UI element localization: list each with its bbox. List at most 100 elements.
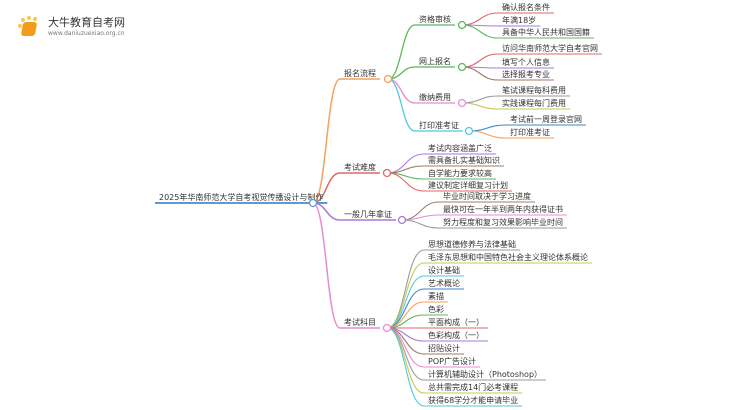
node-toggle[interactable] [382,168,392,178]
leaf-node[interactable]: 年满18岁 [498,15,541,27]
leaf-node[interactable]: 招贴设计 [424,343,464,355]
leaf-link [386,153,425,174]
branch-node-label: 考试难度 [344,162,376,172]
leaf-node[interactable]: 打印准考证 [506,127,554,139]
node-toggle[interactable] [457,62,467,72]
leaf-node[interactable]: 努力程度和复习效果影响毕业时间 [439,217,567,229]
leaf-link [386,327,425,381]
leaf-node-label: 色彩构成（一） [428,330,484,340]
leaf-link [386,327,425,407]
branch-node[interactable]: 一般几年拿证 [340,209,396,221]
leaf-node[interactable]: 毕业时间取决于学习进度 [439,191,535,203]
leaf-node[interactable]: 色彩构成（一） [424,330,488,342]
subbranch-node[interactable]: 网上报名 [415,56,455,68]
node-toggle[interactable] [308,198,318,208]
leaf-node[interactable]: 思想道德修养与法律基础 [424,239,520,251]
leaf-node-label: 努力程度和复习效果影响毕业时间 [443,217,563,227]
branch-link [312,202,341,221]
leaf-node-label: POP广告设计 [428,356,476,366]
leaf-node[interactable]: 自学能力要求较高 [424,168,496,180]
book-logo-icon [18,16,40,38]
leaf-link [386,275,425,329]
leaf-node-label: 毛泽东思想和中国特色社会主义理论体系概论 [428,252,588,262]
leaf-node[interactable]: 具备中华人民共和国国籍 [498,27,594,39]
leaf-node[interactable]: 需具备扎实基础知识 [424,155,504,167]
leaf-node-label: 填写个人信息 [502,57,550,67]
leaf-link [401,214,440,221]
leaf-node[interactable]: 实践课程每门费用 [498,98,570,110]
branch-node[interactable]: 报名流程 [340,68,380,80]
leaf-node-label: 选择报考专业 [502,69,550,79]
leaf-node[interactable]: 总共需完成14门必考课程 [424,382,523,394]
node-toggle[interactable] [383,74,393,84]
leaf-link [386,262,425,329]
node-toggle[interactable] [457,20,467,30]
leaf-link [461,12,499,26]
subbranch-node-label: 打印准考证 [419,120,459,130]
leaf-node-label: 艺术概论 [428,278,460,288]
node-toggle[interactable] [464,126,474,136]
leaf-node-label: 建议制定详细复习计划 [428,180,508,190]
subbranch-link [387,78,416,132]
leaf-node[interactable]: 毛泽东思想和中国特色社会主义理论体系概论 [424,252,592,264]
subbranch-node-label: 缴纳费用 [419,92,451,102]
branch-node[interactable]: 考试科目 [340,317,380,329]
leaf-node-label: 获得68学分才能申请毕业 [428,395,518,405]
leaf-link [386,327,425,394]
subbranch-node[interactable]: 缴纳费用 [415,92,455,104]
leaf-node[interactable]: 艺术概论 [424,278,464,290]
node-toggle[interactable] [382,323,392,333]
leaf-link [461,102,499,110]
subbranch-link [387,78,416,104]
leaf-link [468,130,507,139]
leaf-link [461,53,499,68]
branch-node-label: 考试科目 [344,317,376,327]
site-logo: 大牛教育自考网 www.daniuzuexiao.org.cn [18,16,125,38]
leaf-node-label: 笔试课程每科费用 [502,85,566,95]
leaf-node-label: 最快可在一年半到两年内获得证书 [443,204,563,214]
node-toggle[interactable] [397,215,407,225]
logo-name: 大牛教育自考网 [48,16,125,29]
leaf-node[interactable]: 访问华南师范大学自考官网 [498,43,602,55]
leaf-node-label: 自学能力要求较高 [428,168,492,178]
leaf-node[interactable]: 笔试课程每科费用 [498,85,570,97]
leaf-node[interactable]: 计算机辅助设计（Photoshop） [424,369,547,381]
leaf-node[interactable]: 最快可在一年半到两年内获得证书 [439,204,567,216]
leaf-node-label: 素描 [428,291,444,301]
leaf-node[interactable]: 素描 [424,291,448,303]
leaf-node[interactable]: POP广告设计 [424,356,480,368]
subbranch-node-label: 网上报名 [419,56,451,66]
leaf-node-label: 设计基础 [428,265,460,275]
leaf-node-label: 打印准考证 [510,127,550,137]
leaf-node[interactable]: 考试内容涵盖广泛 [424,143,496,155]
leaf-node-label: 具备中华人民共和国国籍 [502,27,590,37]
leaf-node[interactable]: 建议制定详细复习计划 [424,180,512,192]
leaf-link [461,66,499,81]
subbranch-node-label: 资格审核 [419,14,451,24]
branch-node[interactable]: 考试难度 [340,162,380,174]
leaf-node[interactable]: 确认报名条件 [498,2,554,14]
leaf-node-label: 访问华南师范大学自考官网 [502,43,598,53]
leaf-link [461,24,499,39]
node-toggle[interactable] [457,98,467,108]
leaf-node[interactable]: 获得68学分才能申请毕业 [424,395,523,407]
branch-link [312,202,341,329]
leaf-node-label: 平面构成（一） [428,317,484,327]
leaf-node-label: 毕业时间取决于学习进度 [443,191,531,201]
leaf-node-label: 考试前一周登录官网 [510,114,582,124]
leaf-node[interactable]: 考试前一周登录官网 [506,114,586,126]
root-node[interactable]: 2025年华南师范大学自考视觉传播设计与制作 [155,192,328,204]
leaf-link [468,124,507,132]
subbranch-node[interactable]: 打印准考证 [415,120,463,132]
leaf-link [401,219,440,229]
leaf-node[interactable]: 平面构成（一） [424,317,488,329]
leaf-node[interactable]: 设计基础 [424,265,464,277]
leaf-node-label: 考试内容涵盖广泛 [428,143,492,153]
leaf-node[interactable]: 选择报考专业 [498,69,554,81]
leaf-node[interactable]: 填写个人信息 [498,57,554,69]
subbranch-link [387,24,416,80]
leaf-node-label: 需具备扎实基础知识 [428,155,500,165]
leaf-link [461,95,499,104]
subbranch-node[interactable]: 资格审核 [415,14,455,26]
leaf-node[interactable]: 色彩 [424,304,448,316]
